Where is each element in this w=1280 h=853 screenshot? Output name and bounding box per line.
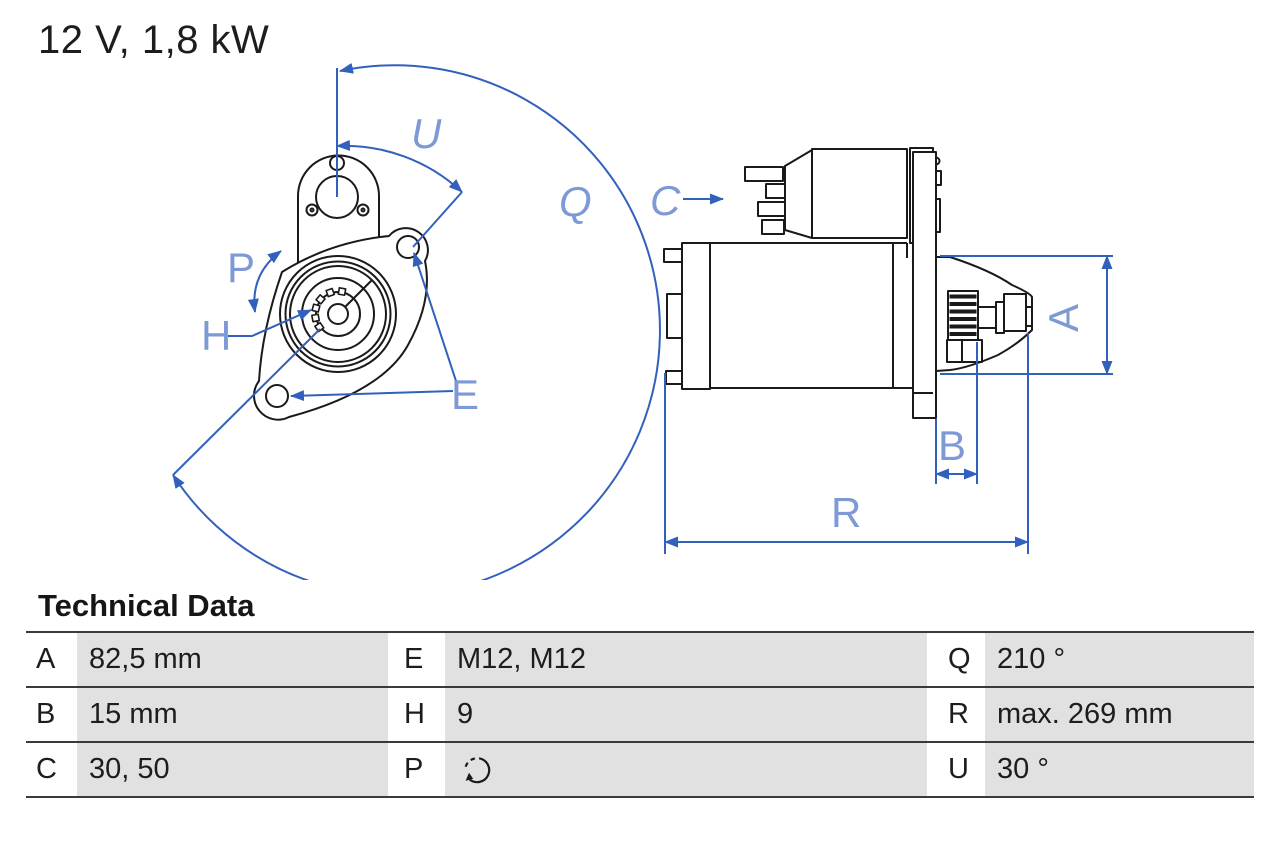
technical-data-table: A 82,5 mm E M12, M12 Q 210 ° B 15 mm H 9… xyxy=(26,631,1254,798)
side-view-outline xyxy=(663,147,1033,419)
technical-data-heading: Technical Data xyxy=(38,588,255,623)
dim-label-p: P xyxy=(227,244,255,291)
dim-value: M12, M12 xyxy=(445,633,927,686)
rotation-direction-icon xyxy=(464,756,491,783)
dim-value: 210 ° xyxy=(985,633,1254,686)
dim-label-a: A xyxy=(1040,304,1087,332)
dim-key: H xyxy=(388,688,445,741)
dimension-labels: U Q P H E C A B R xyxy=(201,110,1087,536)
dim-value xyxy=(445,743,927,796)
dim-key: Q xyxy=(927,633,985,686)
dim-label-r: R xyxy=(831,489,861,536)
dim-value: 30, 50 xyxy=(77,743,388,796)
dim-value: 15 mm xyxy=(77,688,388,741)
front-view-outline xyxy=(252,154,429,421)
page-title: 12 V, 1,8 kW xyxy=(38,18,270,62)
technical-drawing: U Q P H E C A B R xyxy=(172,62,1113,580)
dim-key: A xyxy=(26,633,77,686)
dim-key: C xyxy=(26,743,77,796)
table-row: A 82,5 mm E M12, M12 Q 210 ° xyxy=(26,631,1254,686)
dim-key: R xyxy=(927,688,985,741)
dim-label-u: U xyxy=(411,110,442,157)
table-row: B 15 mm H 9 R max. 269 mm xyxy=(26,686,1254,741)
dim-value: 9 xyxy=(445,688,927,741)
dim-label-q: Q xyxy=(559,178,592,225)
dim-key: U xyxy=(927,743,985,796)
table-row: C 30, 50 P U 30 ° xyxy=(26,741,1254,796)
dim-key: B xyxy=(26,688,77,741)
dim-key: E xyxy=(388,633,445,686)
dim-label-e: E xyxy=(451,371,479,418)
dim-value: max. 269 mm xyxy=(985,688,1254,741)
dim-key: P xyxy=(388,743,445,796)
dim-value: 30 ° xyxy=(985,743,1254,796)
dimension-lines xyxy=(172,62,1113,580)
dim-label-c: C xyxy=(650,177,681,224)
dim-label-h: H xyxy=(201,312,231,359)
dim-label-b: B xyxy=(938,422,966,469)
dim-value: 82,5 mm xyxy=(77,633,388,686)
